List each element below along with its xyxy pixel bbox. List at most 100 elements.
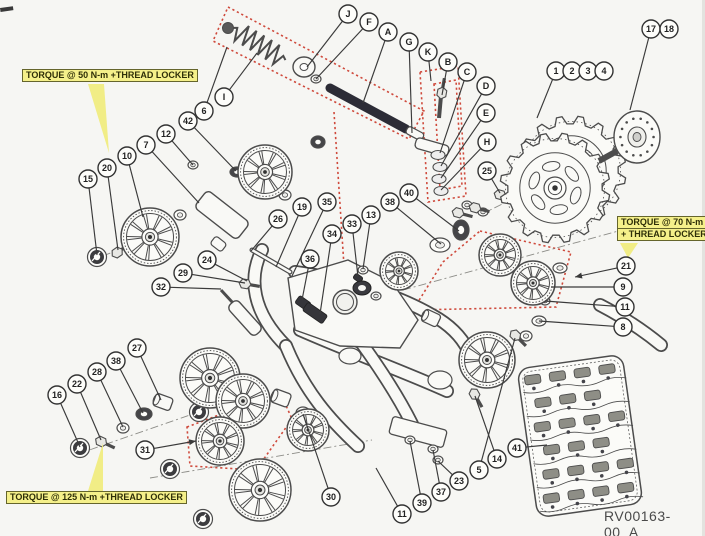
callout-label: 7 [143,140,148,150]
hex-bolt [95,435,116,450]
callout-label: K [425,47,432,57]
leader-line [375,467,399,507]
bushing [270,388,292,408]
leader-line [440,148,482,191]
scan-artifact [0,6,14,12]
callout-label: 19 [297,202,307,212]
callout-label: 2 [569,66,574,76]
callout-label: 5 [476,465,481,475]
leader-line [474,395,495,451]
callout-9: 9 [613,277,633,297]
callout-35: 35 [317,192,337,212]
callout-B: B [438,52,458,72]
leader-line [128,164,144,218]
callout-label: E [483,108,489,118]
callout-G: G [399,32,419,52]
callout-label: 11 [620,302,630,312]
leader-line [440,120,482,179]
leader-line [80,392,102,441]
leader-line [140,355,162,401]
callout-15: 15 [78,169,98,189]
spring-nut [222,22,234,34]
leader-line [171,140,194,166]
leader-line [100,379,124,428]
suspension-frame [247,243,668,453]
washer [430,149,446,161]
callout-29: 29 [173,263,193,283]
leader-line [408,50,413,134]
callout-label: 1 [553,66,558,76]
leader-line [491,178,501,194]
callout-14: 14 [487,449,507,469]
callout-label: 38 [385,197,395,207]
callout-label: 38 [111,356,121,366]
leader-line [301,267,309,301]
callout-F: F [359,12,379,32]
callout-label: 12 [161,129,171,139]
torque-label-text: TORQUE @ 125 N-m +THREAD LOCKER [10,492,183,502]
torque-pointer-beam [620,243,638,258]
callout-label: H [484,137,491,147]
callout-label: 40 [404,188,414,198]
coil-spring [232,25,287,68]
callout-label: 27 [132,343,142,353]
callout-28: 28 [87,362,107,382]
leader-line [538,320,615,327]
callout-18: 18 [659,19,679,39]
drawing-number: RV00163-00_A [604,508,671,536]
torque-label-text: TORQUE @ 70 N-m [621,217,704,227]
leader-line [439,80,465,154]
leader-line [362,40,386,104]
leader-lines [60,20,650,507]
leader-line [352,232,359,278]
callout-label: 26 [273,214,283,224]
rail-foot [388,416,448,448]
leader-line [315,28,364,80]
shock-absorber [228,300,262,336]
leader-line [415,197,460,232]
callout-label: 21 [621,261,631,271]
end-cap [69,437,91,459]
leader-line [275,215,299,268]
idler-wheel [237,144,293,200]
idler-wheel [458,331,516,389]
leader-line [191,273,246,284]
idler-wheel [195,416,245,466]
callout-6: 6 [194,101,214,121]
callout-22: 22 [67,374,87,394]
leader-line [441,70,447,96]
callout-31: 31 [135,440,155,460]
callout-5: 5 [469,460,489,480]
callout-34: 34 [322,224,342,244]
idler-wheel [228,458,292,522]
callout-7: 7 [136,135,156,155]
callout-label: 36 [305,254,315,264]
callout-30: 30 [321,487,341,507]
torque-pointer-beam [88,84,109,153]
leader-line [409,440,421,495]
callout-label: 9 [620,282,625,292]
leader-line [480,337,516,462]
callout-38: 38 [106,351,126,371]
leader-line [250,225,273,252]
callout-21: 21 [616,256,636,276]
callout-label: J [345,9,350,19]
leader-line [362,223,371,270]
hex-bolt [451,207,473,219]
drive-sprocket [499,132,611,244]
callout-label: G [405,37,412,47]
idler-wheel [120,207,180,267]
hex-bolt [468,388,484,408]
end-cap [192,508,214,530]
callout-label: B [445,57,452,67]
callout-20: 20 [97,158,117,178]
callout-37: 37 [431,482,451,502]
callout-label: 42 [183,116,193,126]
leader-line [291,209,324,277]
callout-label: I [223,92,226,102]
callout-K: K [418,42,438,62]
leader-line [525,444,548,448]
callout-H: H [477,132,497,152]
